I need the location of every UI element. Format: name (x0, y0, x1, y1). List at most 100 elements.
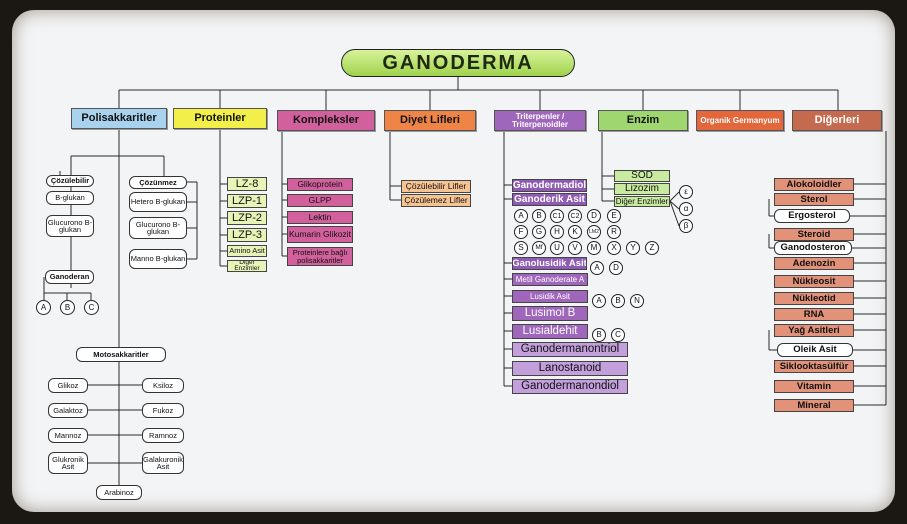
lusialdehit-b: B (592, 328, 606, 342)
category-proteinler: Proteinler (173, 108, 267, 129)
lusialdehit-c: C (611, 328, 625, 342)
ganoderik-c2: C2 (568, 209, 582, 223)
sugar-galaktoz: Galaktoz (48, 403, 88, 418)
category-organik-germanyum: Organik Germanyum (696, 110, 784, 131)
diger-nukleosit: Nükleosit (774, 275, 854, 288)
komp-glpp: GLPP (287, 194, 353, 207)
connector-line (669, 200, 680, 227)
ganoderik-m: M (587, 241, 601, 255)
diger-vitamin: Vitamin (774, 380, 854, 393)
chart-board: GANODERMA Polisakkaritler Proteinler Kom… (12, 10, 895, 512)
category-digerleri: Diğerleri (792, 110, 882, 131)
diger-siklooktasulfur: Siklooktasülfür (774, 360, 854, 373)
diger-ergosterol: Ergosterol (774, 209, 850, 223)
diger-alokoloidler: Alokoloidler (774, 178, 854, 191)
ganoderik-g: G (532, 225, 546, 239)
triter-lanostanoid: Lanostanoid (512, 361, 628, 376)
ganoderik-k: K (568, 225, 582, 239)
ganoderik-a: A (514, 209, 528, 223)
protein-amino-asit: Amino Asit (227, 245, 267, 257)
triter-lusidik-asit: Lusidik Asit (512, 290, 588, 303)
protein-lzp-2: LZP-2 (227, 211, 267, 225)
triter-ganodermadiol: Ganodermadiol (512, 179, 587, 192)
poli-cozulebilir: Çözülebilir (46, 175, 94, 187)
sugar-fukoz: Fukoz (142, 403, 184, 418)
category-diyet-lifleri: Diyet Lifleri (384, 110, 476, 131)
diyet-cozulebilir-lifler: Çözülebilir Lifler (401, 180, 471, 193)
ganoderik-c1: C1 (550, 209, 564, 223)
connector-line (669, 200, 680, 210)
protein-diger-enzimler: Diğer Enzimler (227, 260, 267, 272)
category-triterpenler: Triterpenler / Triterpenoidler (494, 110, 586, 131)
sugar-mannoz: Mannoz (48, 428, 88, 443)
enzim-sod: SOD (614, 170, 670, 182)
sugar-arabinoz: Arabinoz (96, 485, 142, 500)
enzim-beta: β (679, 219, 693, 233)
sugar-ksiloz: Ksiloz (142, 378, 184, 393)
poli-glucurono-b-glukan-2: Glucurono B-glukan (129, 217, 187, 239)
diyet-cozulemez-lifler: Çözülemez Lifler (401, 194, 471, 207)
ganoderik-z: Z (645, 241, 659, 255)
diger-nukleotid: Nükleotid (774, 292, 854, 305)
komp-glikoprotein: Glikoprotein (287, 178, 353, 191)
poli-ganoderan: Ganoderan (45, 270, 94, 284)
ganoderik-h: H (550, 225, 564, 239)
diger-mineral: Mineral (774, 399, 854, 412)
triter-metil-ganoderate: Metil Ganoderate A (512, 273, 588, 286)
enzim-alpha: α (679, 202, 693, 216)
poli-manno-b-glukan: Manno B-glukan (129, 249, 187, 269)
diger-ganodosteron: Ganodosteron (774, 241, 852, 255)
ganoderik-f: F (514, 225, 528, 239)
lusidik-n: N (630, 294, 644, 308)
poli-b-glukan: B-glukan (46, 191, 94, 205)
sugar-galakuronik-asit: Galakuronik Asit (142, 452, 184, 474)
ganoderik-d: D (587, 209, 601, 223)
ganoderik-b: B (532, 209, 546, 223)
ganoderik-y: Y (626, 241, 640, 255)
connector-line (669, 191, 680, 202)
poli-motosakkaritler: Motosakkaritler (76, 347, 166, 362)
lusidik-a: A (592, 294, 606, 308)
sugar-ramnoz: Ramnoz (142, 428, 184, 443)
triter-ganodermanontriol: Ganodermanontriol (512, 342, 628, 357)
ganoderik-mf: Mf (532, 241, 546, 255)
komp-kumarin-glikozit: Kumarin Glikozit (287, 226, 353, 243)
diger-adenozin: Adenozin (774, 257, 854, 270)
triter-ganoderik-asit: Ganoderik Asit (512, 193, 587, 206)
triter-lusialdehit: Lusialdehit (512, 324, 588, 339)
diagram-title: GANODERMA (341, 49, 575, 77)
category-polisakkaritler: Polisakkaritler (71, 108, 167, 129)
ganoderik-v: V (568, 241, 582, 255)
protein-lz-8: LZ-8 (227, 177, 267, 191)
sugar-glikoz: Glikoz (48, 378, 88, 393)
ganolusidik-a: A (590, 261, 604, 275)
enzim-epsilon: ε (679, 185, 693, 199)
sugar-glukronik-asit: Glukronik Asit (48, 452, 88, 474)
category-kompleksler: Kompleksler (277, 110, 375, 131)
poli-glucurono-b-glukan-1: Glucurono B-glukan (46, 215, 94, 237)
ganoderan-type-b: B (60, 300, 75, 315)
ganoderan-type-c: C (84, 300, 99, 315)
triter-lusimol-b: Lusimol B (512, 306, 588, 321)
triter-ganodermanondiol: Ganodermanondiol (512, 379, 628, 394)
protein-lzp-1: LZP-1 (227, 194, 267, 208)
enzim-diger-enzimler: Diğer Enzimler (614, 196, 670, 207)
poli-cozunmez: Çözünmez (129, 176, 187, 189)
ganoderik-u: U (550, 241, 564, 255)
lusidik-b: B (611, 294, 625, 308)
enzim-lizozim: Lizozim (614, 183, 670, 195)
ganoderik-s: S (514, 241, 528, 255)
diger-yag-asitleri: Yağ Asitleri (774, 324, 854, 337)
diger-oleik-asit: Oleik Asit (777, 343, 853, 357)
diger-sterol: Sterol (774, 193, 854, 206)
komp-lektin: Lektin (287, 211, 353, 224)
protein-lzp-3: LZP-3 (227, 228, 267, 242)
ganoderik-lm2: LM2 (587, 225, 601, 239)
ganoderik-x: X (607, 241, 621, 255)
diger-rna: RNA (774, 308, 854, 321)
ganolusidik-d: D (609, 261, 623, 275)
ganoderan-type-a: A (36, 300, 51, 315)
diger-steroid: Steroid (774, 228, 854, 241)
poli-hetero-b-glukan: Hetero B-glukan (129, 192, 187, 212)
triter-ganolusidik-asit: Ganolusidik Asit (512, 257, 587, 270)
